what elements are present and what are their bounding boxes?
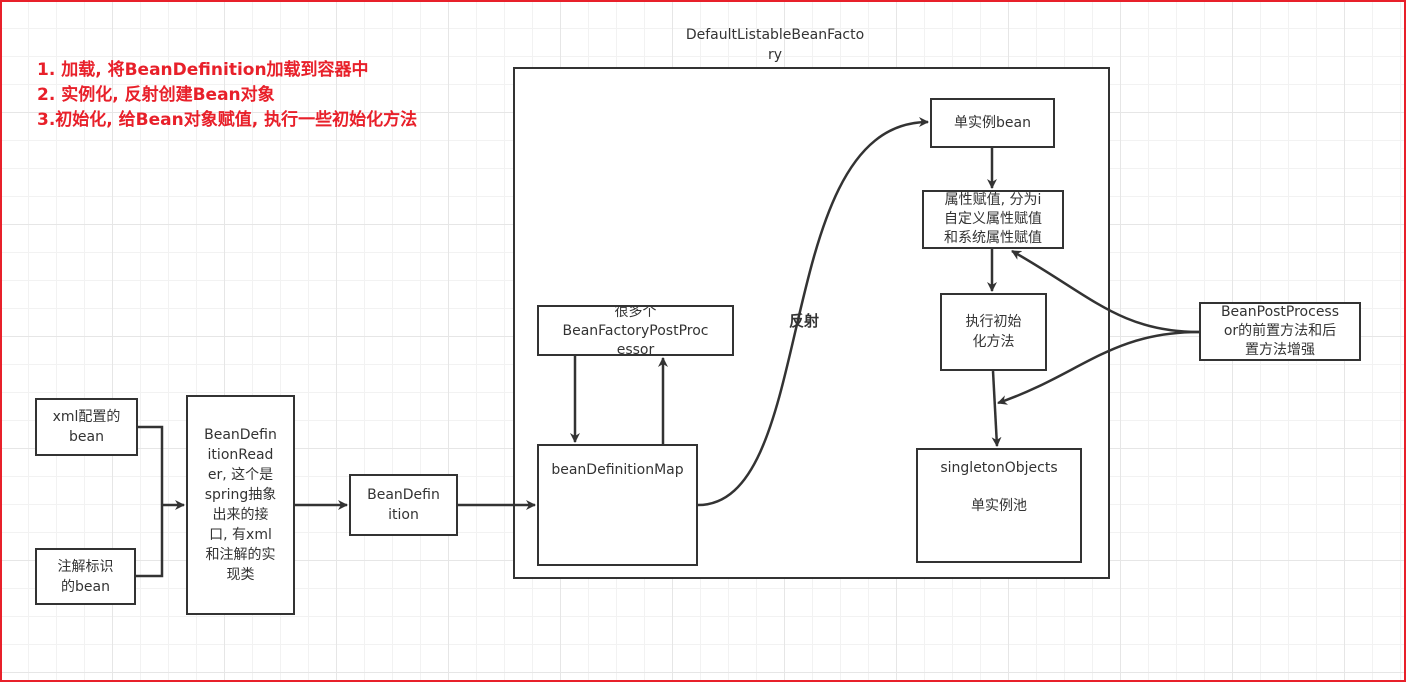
- singleton-objects-node[interactable]: singletonObjects 单实例池: [916, 448, 1082, 563]
- node-text: bean: [69, 429, 104, 445]
- title-line: DefaultListableBeanFacto: [685, 27, 865, 43]
- node-text: itionRead: [207, 447, 274, 463]
- bean-definition-reader-node[interactable]: BeanDefin itionRead er, 这个是 spring抽象 出来的…: [186, 395, 295, 615]
- node-text: essor: [616, 342, 655, 356]
- node-text: or的前置方法和后: [1223, 323, 1337, 339]
- node-text: 属性赋值, 分为i: [944, 192, 1042, 208]
- bean-definition-node[interactable]: BeanDefin ition: [349, 474, 458, 536]
- init-method-node[interactable]: 执行初始 化方法: [940, 293, 1047, 371]
- edge-xml-to-merge: [136, 425, 164, 578]
- note-3: 3.初始化, 给Bean对象赋值, 执行一些初始化方法: [37, 110, 418, 130]
- node-text: 口, 有xml: [209, 527, 272, 543]
- node-text: 出来的接: [212, 507, 269, 523]
- note-2: 2. 实例化, 反射创建Bean对象: [37, 85, 275, 105]
- node-text: BeanFactoryPostProc: [562, 323, 709, 339]
- node-text: 单实例bean: [954, 115, 1031, 131]
- node-text: 执行初始: [965, 314, 1022, 330]
- bean-factory-post-processor-node[interactable]: 很多个 BeanFactoryPostProc essor: [537, 305, 734, 356]
- node-text: spring抽象: [204, 487, 277, 503]
- singleton-bean-node[interactable]: 单实例bean: [930, 98, 1055, 148]
- reflection-label: 反射: [789, 312, 820, 330]
- note-1: 1. 加载, 将BeanDefinition加载到容器中: [37, 60, 369, 80]
- populate-properties-node[interactable]: 属性赋值, 分为i 自定义属性赋值 和系统属性赋值: [922, 190, 1064, 249]
- annotation-bean-node[interactable]: 注解标识 的bean: [35, 548, 136, 605]
- node-text: singletonObjects: [940, 460, 1058, 476]
- container-title: DefaultListableBeanFacto ry: [660, 25, 890, 65]
- bean-post-processor-node[interactable]: BeanPostProcess or的前置方法和后 置方法增强: [1199, 302, 1361, 361]
- notes: 1. 加载, 将BeanDefinition加载到容器中 2. 实例化, 反射创…: [37, 58, 417, 133]
- node-text: BeanDefin: [204, 427, 277, 443]
- node-text: 和系统属性赋值: [944, 230, 1042, 246]
- node-text: 置方法增强: [1245, 342, 1315, 358]
- title-line: ry: [767, 47, 783, 63]
- node-text: 化方法: [972, 334, 1015, 350]
- xml-bean-node[interactable]: xml配置的 bean: [35, 398, 138, 456]
- node-text: 现类: [226, 567, 255, 583]
- node-text: beanDefinitionMap: [551, 462, 684, 478]
- bean-definition-map-node[interactable]: beanDefinitionMap: [537, 444, 698, 566]
- node-text: xml配置的: [52, 409, 121, 425]
- node-text: 单实例池: [971, 498, 1027, 514]
- node-text: 和注解的实: [205, 547, 276, 563]
- node-text: ition: [388, 507, 419, 523]
- node-text: 注解标识: [57, 558, 114, 575]
- node-text: er, 这个是: [207, 467, 274, 483]
- node-text: 的bean: [61, 578, 110, 595]
- node-text: BeanPostProcess: [1220, 304, 1340, 320]
- node-text: BeanDefin: [367, 487, 440, 503]
- node-text: 自定义属性赋值: [944, 211, 1042, 227]
- node-text: 很多个: [614, 305, 657, 320]
